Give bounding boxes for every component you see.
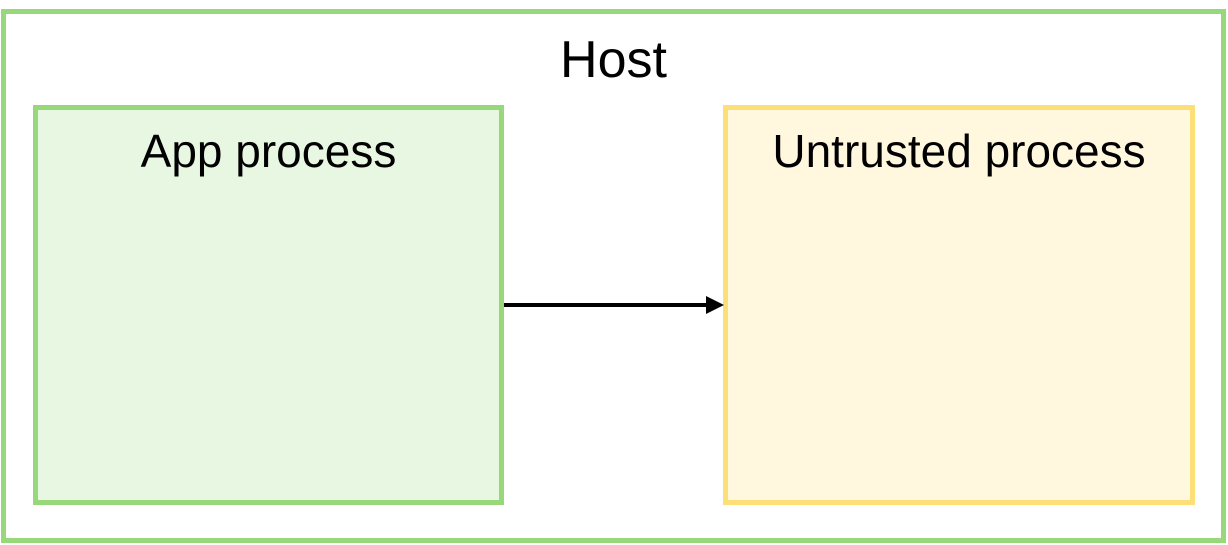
host-label: Host [560, 31, 667, 89]
app-process-label: App process [140, 125, 397, 177]
app-process-box: App process [33, 105, 504, 505]
untrusted-process-box: Untrusted process [723, 105, 1195, 505]
untrusted-process-label: Untrusted process [772, 125, 1146, 177]
